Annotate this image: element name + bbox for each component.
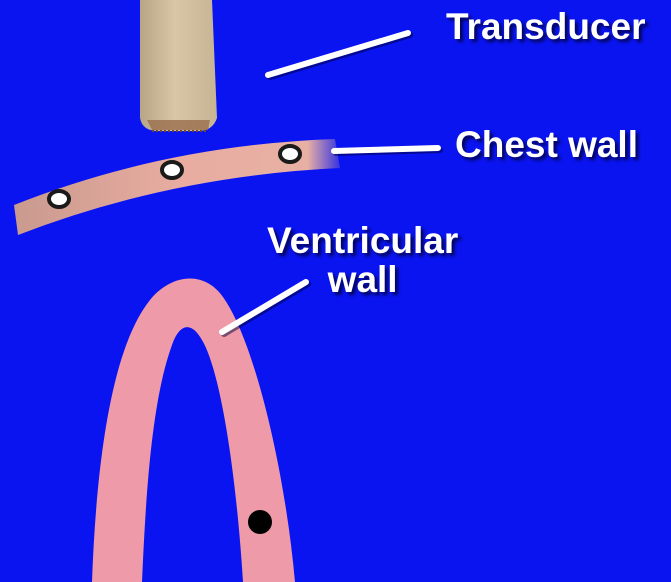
chest-wall-label: Chest wall <box>455 126 638 165</box>
chest-wall-pointer-line <box>334 148 438 151</box>
transducer-probe <box>140 0 217 131</box>
transducer-pointer-line <box>268 33 408 75</box>
ventricular-wall-dot <box>248 510 272 534</box>
ventricular-wall <box>92 279 295 582</box>
ventricular-wall-label-line1: Ventricular <box>267 222 458 261</box>
chest-wall-rib-marker <box>162 162 182 178</box>
chest-wall-rib-marker <box>49 191 69 207</box>
ventricular-wall-label-line2: wall <box>267 261 458 300</box>
chest-wall-rib-marker <box>280 146 300 162</box>
ventricular-wall-label: Ventricular wall <box>267 222 458 300</box>
transducer-label: Transducer <box>446 8 645 47</box>
